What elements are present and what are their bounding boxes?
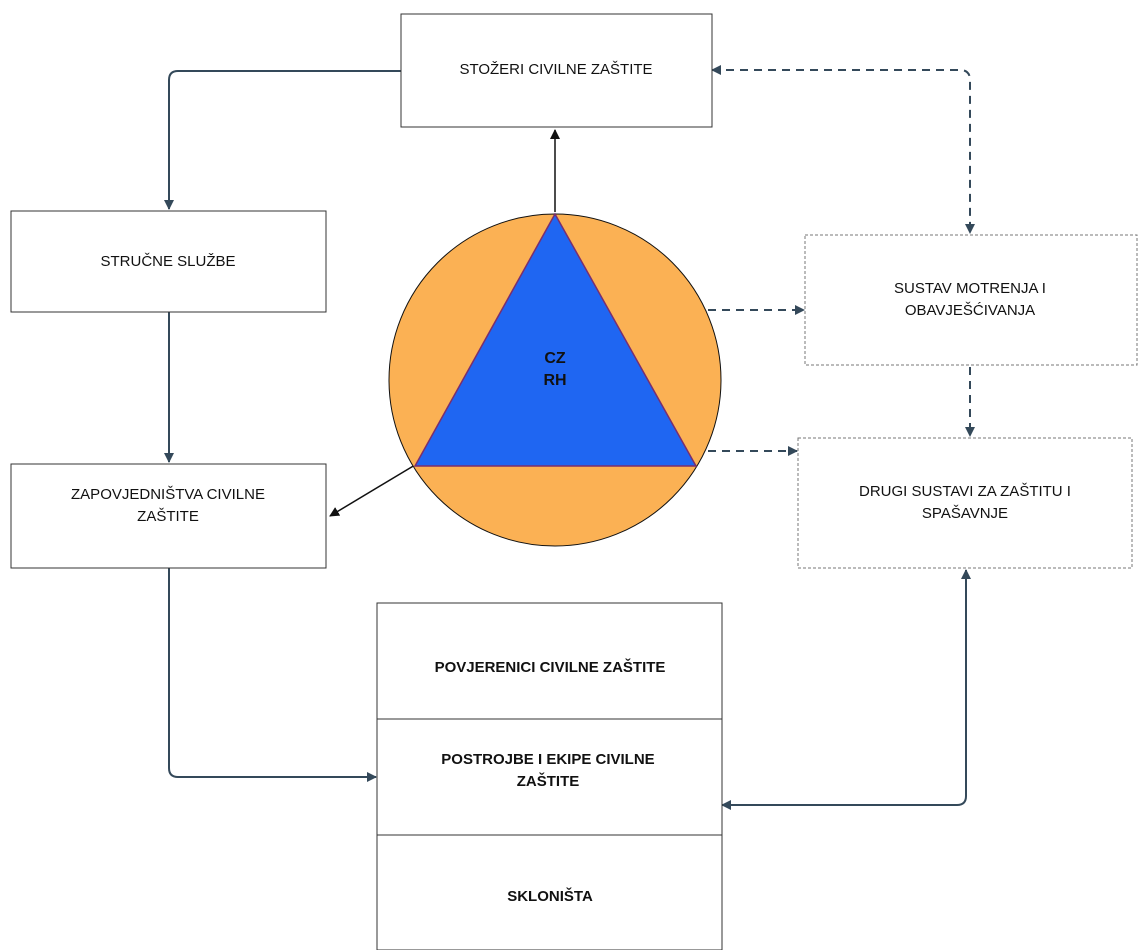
emblem-triangle	[413, 212, 698, 467]
label-line: STOŽERI CIVILNE ZAŠTITE	[459, 61, 652, 78]
label-line: ZAŠTITE	[137, 508, 199, 525]
label-line: DRUGI SUSTAVI ZA ZAŠTITU I	[859, 483, 1071, 500]
connector-drugi-to-postrojbe	[721, 569, 971, 810]
civil-protection-emblem: CZ RH	[388, 212, 722, 547]
label-line: ZAPOVJEDNIŠTVA CIVILNE	[71, 486, 265, 503]
label-line: RH	[543, 372, 566, 389]
connector-stozeri-to-sustav-dashed	[711, 65, 975, 234]
label-line: OBAVJEŠĆIVANJA	[905, 302, 1035, 319]
label-line: STRUČNE SLUŽBE	[100, 253, 235, 270]
povjerenici-label: POVJERENICI CIVILNE ZAŠTITE	[435, 658, 666, 676]
label-line: SKLONIŠTA	[507, 887, 593, 905]
label-line: ZAŠTITE	[517, 772, 580, 790]
label-line: POSTROJBE I EKIPE CIVILNE	[441, 751, 654, 768]
sklonista-label: SKLONIŠTA	[507, 887, 593, 905]
connector-stozeri-to-strucne	[164, 70, 401, 210]
emblem-label: CZ RH	[543, 350, 566, 389]
stozeri-label: STOŽERI CIVILNE ZAŠTITE	[459, 61, 652, 78]
sustav-motrenja-box: SUSTAV MOTRENJA I OBAVJEŠĆIVANJA	[804, 234, 1138, 366]
bottom-stack: POVJERENICI CIVILNE ZAŠTITE POSTROJBE I …	[376, 602, 723, 950]
label-line: CZ	[544, 350, 566, 367]
label-line: POVJERENICI CIVILNE ZAŠTITE	[435, 658, 666, 676]
sustav-motrenja-label: SUSTAV MOTRENJA I OBAVJEŠĆIVANJA	[894, 280, 1046, 319]
strucne-label: STRUČNE SLUŽBE	[100, 253, 235, 270]
zapovjednistva-box: ZAPOVJEDNIŠTVA CIVILNE ZAŠTITE	[10, 463, 327, 569]
connector-center-to-zapovjednistva	[329, 464, 416, 517]
label-line: SPAŠAVNJE	[922, 505, 1008, 522]
connector-zapovjednistva-to-postrojbe	[168, 568, 377, 782]
drugi-sustavi-box: DRUGI SUSTAVI ZA ZAŠTITU I SPAŠAVNJE	[797, 437, 1133, 569]
label-line: SUSTAV MOTRENJA I	[894, 280, 1046, 297]
strucne-box: STRUČNE SLUŽBE	[10, 210, 327, 313]
zapovjednistva-label: ZAPOVJEDNIŠTVA CIVILNE ZAŠTITE	[71, 486, 265, 525]
drugi-sustavi-label: DRUGI SUSTAVI ZA ZAŠTITU I SPAŠAVNJE	[859, 483, 1071, 522]
postrojbe-label: POSTROJBE I EKIPE CIVILNE ZAŠTITE	[441, 751, 654, 790]
stozeri-box: STOŽERI CIVILNE ZAŠTITE	[400, 13, 713, 128]
